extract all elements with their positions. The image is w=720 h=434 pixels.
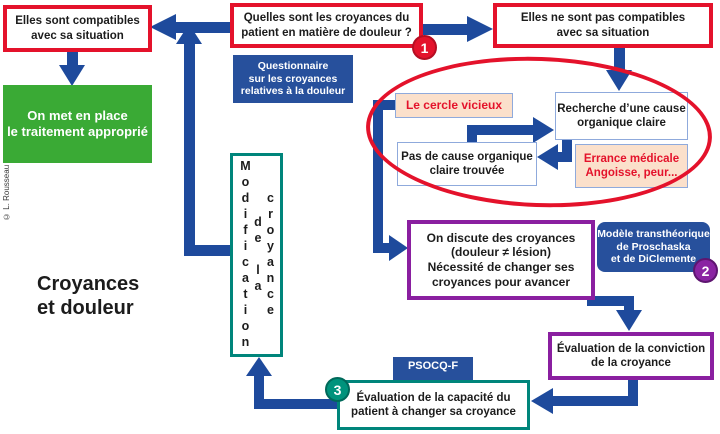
no-cause-line1: Pas de cause organique xyxy=(401,150,533,163)
psocq-label: PSOCQ-F xyxy=(407,360,459,372)
discussion-box: On discute des croyances (douleur ≠ lési… xyxy=(407,220,595,300)
arrow-left-icon xyxy=(537,144,558,170)
questionnaire-box: Questionnaire sur les croyances relative… xyxy=(233,55,353,103)
treatment-line1: On met en place xyxy=(27,108,128,124)
arrow-modification-to-question-v xyxy=(184,43,195,256)
arrow-capacity-to-modification-v xyxy=(254,374,264,409)
step-3-badge: 3 xyxy=(325,377,350,402)
vicious-circle-label-box: Le cercle vicieux xyxy=(395,93,513,118)
model-line3: et de DiClemente xyxy=(610,253,697,266)
not-compatible-line1: Elles ne sont pas compatibles xyxy=(520,12,686,25)
arrow-compatible-to-treatment-shaft xyxy=(67,52,78,67)
no-cause-box: Pas de cause organique claire trouvée xyxy=(397,142,537,186)
arrow-right-icon xyxy=(533,117,554,143)
capacity-line2: patient à changer sa croyance xyxy=(351,406,516,418)
not-compatible-box: Elles ne sont pas compatibles avec sa si… xyxy=(493,3,713,48)
arrow-search-to-nocause-h xyxy=(556,152,572,162)
arrow-right-icon xyxy=(467,16,493,42)
discussion-line3: Nécessité de changer ses xyxy=(427,260,575,274)
arrow-circle-to-discussion-h2 xyxy=(373,243,391,253)
errance-line2: Angoisse, peur... xyxy=(585,167,678,179)
step-1-number: 1 xyxy=(420,39,429,56)
search-cause-line1: Recherche d’une cause xyxy=(557,102,686,115)
arrow-question-to-compatible-shaft xyxy=(176,22,230,33)
arrow-down-icon xyxy=(606,70,632,91)
copyright-credit: © L. Rousseau xyxy=(2,164,11,221)
arrow-search-to-nocause-v xyxy=(562,140,572,162)
arrow-capacity-to-modification-h xyxy=(254,399,338,409)
vicious-circle-label: Le cercle vicieux xyxy=(405,98,503,113)
model-box: Modèle transthéorique de Proschaska et d… xyxy=(597,222,710,272)
conviction-box: Évaluation de la conviction de la croyan… xyxy=(548,332,714,380)
arrow-modification-to-question-h xyxy=(184,245,230,256)
arrow-nocause-to-search-h xyxy=(467,125,533,135)
step-2-badge: 2 xyxy=(693,258,718,283)
not-compatible-line2: avec sa situation xyxy=(556,26,650,39)
questionnaire-line2: sur les croyances xyxy=(248,72,338,85)
arrow-discussion-to-conviction-h xyxy=(587,296,634,306)
title-line2: et douleur xyxy=(37,297,134,320)
title-line1: Croyances xyxy=(37,273,140,295)
arrow-circle-to-discussion-v xyxy=(373,100,383,253)
arrow-right-icon xyxy=(389,235,408,261)
arrow-circle-to-discussion-h1 xyxy=(373,100,395,110)
step-2-number: 2 xyxy=(701,262,710,279)
arrow-question-to-notcompatible-shaft xyxy=(423,24,469,35)
arrow-up-icon xyxy=(176,24,202,44)
discussion-line1: On discute des croyances xyxy=(426,230,576,245)
modification-word3: croyance xyxy=(263,191,278,319)
model-line2: de Proschaska xyxy=(616,240,691,253)
capacity-line1: Évaluation de la capacité du xyxy=(356,391,511,404)
errance-box: Errance médicale Angoisse, peur... xyxy=(575,144,688,188)
treatment-box: On met en place le traitement approprié xyxy=(3,85,152,163)
conviction-line2: de la croyance xyxy=(591,357,671,369)
page-title: Croyances et douleur xyxy=(37,272,139,321)
discussion-line4: croyances pour avancer xyxy=(431,274,571,289)
step-1-badge: 1 xyxy=(412,35,437,60)
psocq-tab: PSOCQ-F xyxy=(393,357,473,384)
arrow-down-icon xyxy=(59,65,85,86)
question-line1: Quelles sont les croyances du xyxy=(243,12,410,25)
modification-box: Modification de la croyance xyxy=(230,153,283,357)
model-line1: Modèle transthéorique xyxy=(597,227,710,240)
arrow-left-icon xyxy=(150,14,176,40)
search-cause-box: Recherche d’une cause organique claire xyxy=(555,92,688,140)
arrow-down-icon xyxy=(616,310,642,331)
compatible-line1: Elles sont compatibles xyxy=(15,15,140,28)
modification-word2: de la xyxy=(251,215,265,295)
treatment-line2: le traitement approprié xyxy=(7,124,148,139)
arrow-left-icon xyxy=(531,388,553,414)
arrow-notcompatible-to-search-shaft xyxy=(614,48,625,72)
discussion-line2: (douleur ≠ lésion) xyxy=(451,245,551,260)
arrow-conviction-to-capacity-v xyxy=(628,380,638,403)
arrow-discussion-to-conviction-v2 xyxy=(624,296,634,312)
modification-word1: Modification xyxy=(238,159,253,351)
conviction-line1: Évaluation de la conviction xyxy=(556,342,706,355)
arrow-up-icon xyxy=(246,357,272,376)
question-line2: patient en matière de douleur ? xyxy=(241,26,412,39)
errance-line1: Errance médicale xyxy=(583,152,680,165)
no-cause-line2: claire trouvée xyxy=(429,165,505,177)
step-3-number: 3 xyxy=(333,381,342,398)
capacity-box: Évaluation de la capacité du patient à c… xyxy=(337,380,530,430)
search-cause-line2: organique claire xyxy=(577,117,666,129)
questionnaire-line1: Questionnaire xyxy=(257,59,329,72)
arrow-conviction-to-capacity-h xyxy=(553,396,638,406)
compatible-box: Elles sont compatibles avec sa situation xyxy=(3,5,152,52)
compatible-line2: avec sa situation xyxy=(31,29,124,42)
questionnaire-line3: relatives à la douleur xyxy=(240,85,346,98)
question-box: Quelles sont les croyances du patient en… xyxy=(230,3,423,48)
